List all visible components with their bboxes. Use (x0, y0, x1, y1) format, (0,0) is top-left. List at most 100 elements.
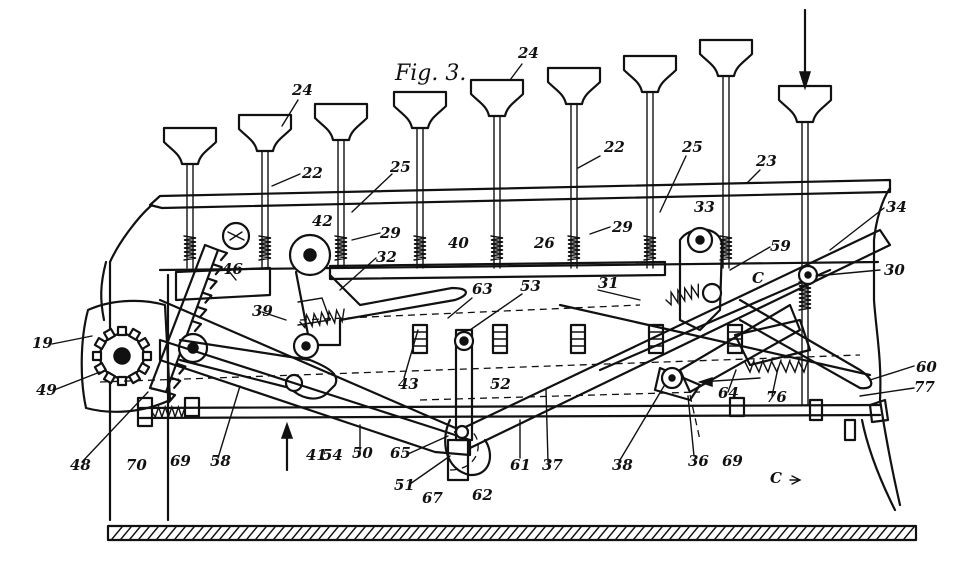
base-plate (106, 524, 918, 542)
ratchet-tooth (753, 359, 764, 374)
rack-tooth (164, 390, 177, 404)
ref-65: 65 (390, 444, 411, 462)
ratchet-tooth (798, 359, 809, 374)
lever-32 (288, 233, 467, 347)
coil-spring (490, 235, 504, 261)
leader-line (469, 293, 523, 331)
leader-line (815, 269, 881, 277)
ref-31: 31 (598, 274, 619, 292)
rack-tooth (211, 263, 223, 276)
leader-line (271, 173, 301, 187)
ref-42: 42 (312, 212, 333, 230)
arm-33 (678, 226, 819, 332)
leader-line (407, 435, 449, 455)
leader-line (829, 207, 885, 251)
key-cap (237, 113, 293, 153)
leader-line (217, 385, 241, 459)
ratchet-tooth (762, 359, 773, 374)
ref-63: 63 (472, 280, 493, 298)
coil-spring (413, 235, 427, 261)
key-6 (546, 66, 602, 269)
ref-58: 58 (210, 452, 231, 470)
ref-C-bottom: C (770, 469, 782, 487)
ref-22b: 22 (603, 138, 625, 156)
ref-69b: 69 (722, 452, 743, 470)
key-cap (546, 66, 602, 106)
ref-25a: 25 (389, 158, 411, 176)
ref-61: 61 (510, 456, 531, 474)
leader-line (403, 329, 419, 379)
arrows (280, 8, 812, 485)
coil-spring (258, 235, 272, 261)
gear-tooth (93, 336, 107, 351)
ref-50: 50 (352, 444, 373, 462)
gear-tooth (141, 350, 153, 362)
leader-line (51, 335, 93, 345)
ref-62: 62 (472, 486, 493, 504)
key-row (162, 38, 833, 406)
leader-line (659, 155, 687, 213)
ref-23: 23 (755, 152, 777, 170)
ref-54: 54 (322, 446, 343, 464)
rack-tooth (175, 362, 187, 375)
hook-51 (444, 418, 492, 482)
leader-line (447, 297, 473, 319)
figure-title: Fig. 3. (394, 61, 466, 86)
coil-spring (643, 235, 657, 261)
rack-tooth (206, 277, 218, 290)
ratchet-tooth (780, 359, 791, 374)
leader-line (619, 385, 665, 461)
key-cap (162, 126, 218, 166)
leader-lines (51, 63, 915, 485)
ref-52: 52 (490, 375, 511, 393)
gear-tooth (102, 327, 117, 341)
lever-41 (177, 332, 338, 400)
leader-line (729, 246, 771, 271)
key-cap (313, 102, 369, 142)
ref-46: 46 (222, 260, 243, 278)
leader-line (509, 63, 523, 81)
ref-53: 53 (520, 277, 541, 295)
plate-46 (174, 266, 272, 302)
leader-line (687, 395, 695, 457)
key-cap (698, 38, 754, 78)
leader-line (351, 173, 393, 213)
coil-spring (334, 235, 348, 261)
gear-tooth (127, 327, 142, 341)
ref-33: 33 (694, 198, 715, 216)
ref-70: 70 (126, 456, 147, 474)
ref-32: 32 (376, 248, 397, 266)
leader-line (771, 367, 779, 397)
ratchet-tooth (789, 359, 800, 374)
pivot-38 (653, 366, 702, 402)
ref-C-top: C (752, 269, 764, 287)
leader-line (545, 389, 549, 463)
slide-52 (453, 328, 475, 442)
ref-59: 59 (770, 237, 791, 255)
gear-tooth (137, 361, 151, 376)
ref-19: 19 (32, 334, 53, 352)
leader-line (261, 311, 287, 321)
leader-line (577, 155, 601, 169)
guide-block-ribs (492, 331, 508, 347)
ref-40: 40 (448, 234, 469, 252)
ref-30: 30 (884, 261, 905, 279)
coil-spring (567, 235, 581, 261)
ref-69a: 69 (170, 452, 191, 470)
ref-36: 36 (688, 452, 709, 470)
leader-line (81, 391, 149, 463)
leader-line (597, 289, 641, 301)
leader-line (727, 369, 737, 393)
ref-67: 67 (422, 489, 443, 507)
stem-springs (183, 235, 812, 311)
leader-line (409, 455, 451, 485)
gear-tooth (116, 325, 128, 337)
guide-block-ribs (570, 331, 586, 347)
key-cap (777, 84, 833, 124)
ref-43: 43 (398, 375, 419, 393)
sector-19 (80, 299, 172, 413)
dashed-indicators (99, 304, 861, 471)
leader-line (589, 226, 611, 235)
leader-line (53, 371, 101, 391)
